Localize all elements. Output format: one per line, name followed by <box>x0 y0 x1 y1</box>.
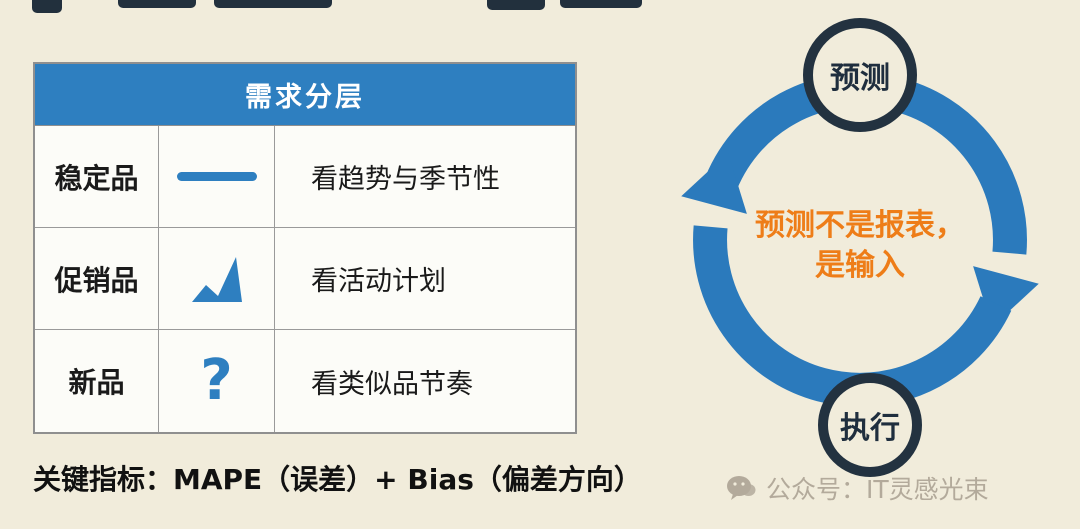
cycle-node-execute: 执行 <box>818 373 922 477</box>
demand-stratification-table: 需求分层 稳定品 看趋势与季节性 促销品 看活动计划 新品 ? 看类似品节奏 <box>33 62 577 434</box>
table-header: 需求分层 <box>35 64 575 126</box>
question-mark-icon: ? <box>200 348 233 413</box>
watermark: 公众号：IT灵感光束 <box>726 470 989 506</box>
spike-chart-icon <box>191 256 242 302</box>
wechat-icon <box>727 476 756 500</box>
table-row-category: 促销品 <box>35 228 159 330</box>
cycle-caption-line1: 预测不是报表， <box>755 208 965 243</box>
arrow-up-icon <box>681 152 747 214</box>
cycle-center-caption: 预测不是报表， 是输入 <box>645 206 1075 286</box>
cutoff-title-fragment <box>118 0 196 8</box>
cutoff-title-fragment <box>487 0 545 10</box>
table-row-icon-cell <box>159 126 275 228</box>
cutoff-title-fragment <box>560 0 642 8</box>
cycle-caption-line2: 是输入 <box>815 248 905 283</box>
table-row-description: 看类似品节奏 <box>311 368 473 400</box>
cycle-node-forecast: 预测 <box>803 18 917 132</box>
table-row-icon-cell: ? <box>159 330 275 432</box>
table-row-description: 看活动计划 <box>275 228 575 330</box>
table-row-description: 看趋势与季节性 <box>275 126 575 228</box>
cutoff-title-fragment <box>32 0 62 13</box>
cutoff-title-fragment <box>214 0 332 8</box>
table-row-category: 新品 <box>35 330 159 432</box>
key-metrics-text: 关键指标：MAPE（误差）+ Bias（偏差方向） <box>33 463 642 496</box>
table-row-icon-cell <box>159 228 275 330</box>
watermark-text: 公众号：IT灵感光束 <box>766 475 989 504</box>
table-row-category: 稳定品 <box>35 126 159 228</box>
trend-line-icon <box>176 172 257 181</box>
forecast-execution-cycle: 预测 执行 预测不是报表， 是输入 <box>645 0 1075 500</box>
